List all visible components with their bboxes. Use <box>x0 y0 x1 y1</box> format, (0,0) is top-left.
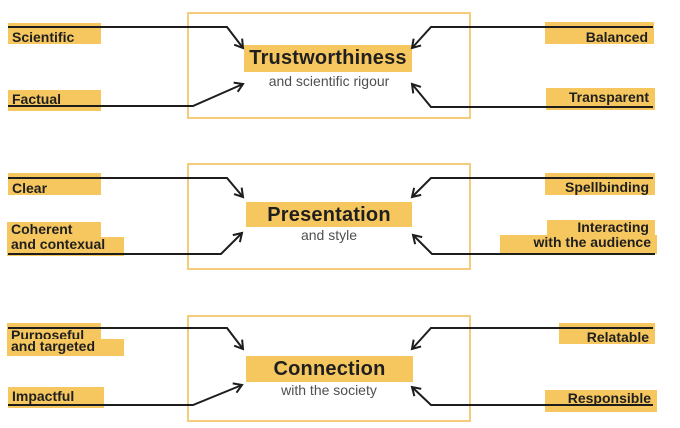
presentation-frame <box>187 163 471 270</box>
label-purposeful-line1: Purposeful <box>7 323 101 343</box>
trustworthiness-title: Trustworthiness <box>244 45 412 72</box>
label-scientific: Scientific <box>8 23 101 45</box>
label-interacting-line2: with the audience <box>500 235 657 254</box>
connection-subtitle: with the society <box>281 382 377 398</box>
presentation-title: Presentation <box>246 202 412 227</box>
connection-frame <box>187 315 471 422</box>
label-coherent-line1: Coherent <box>7 222 101 237</box>
connection-title: Connection <box>246 356 413 382</box>
trustworthiness-frame <box>187 12 471 119</box>
label-interacting-line1: Interacting <box>547 220 655 235</box>
label-coherent-line2: and contexual <box>7 237 124 256</box>
label-clear: Clear <box>8 173 101 196</box>
label-relatable: Relatable <box>559 323 655 345</box>
label-transparent: Transparent <box>546 88 655 110</box>
label-factual: Factual <box>8 90 101 111</box>
label-spellbinding: Spellbinding <box>545 173 655 195</box>
label-balanced: Balanced <box>545 22 654 45</box>
label-responsible: Responsible <box>545 390 657 412</box>
trustworthiness-subtitle: and scientific rigour <box>268 73 390 89</box>
label-purposeful-line2: and targeted <box>7 339 124 356</box>
presentation-subtitle: and style <box>300 227 358 243</box>
label-impactful: Impactful <box>8 387 104 408</box>
